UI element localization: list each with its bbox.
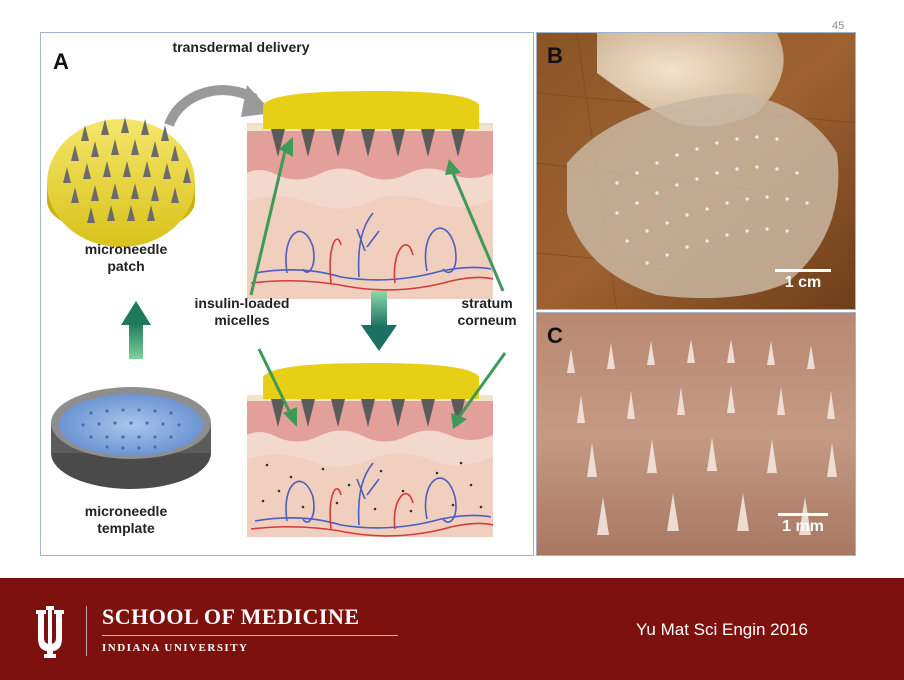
up-arrow: [121, 301, 151, 359]
school-name: SCHOOL OF MEDICINE: [102, 604, 360, 629]
panel-c-photo: [537, 313, 855, 555]
footer-top-rule: [0, 578, 904, 582]
scale-bar-c: 1 mm: [773, 513, 833, 536]
scale-bar-c-label: 1 mm: [782, 518, 824, 535]
insulin-label-line1: insulin-loaded: [194, 295, 290, 311]
skin-block-top: [247, 91, 494, 299]
panel-c: C 1 mm: [536, 312, 856, 556]
stratum-label-line2: corneum: [457, 312, 517, 328]
panel-a: A transdermal delivery microneedle patch…: [40, 32, 534, 556]
figure: A transdermal delivery microneedle patch…: [40, 32, 856, 556]
patch-top: [263, 91, 479, 129]
insulin-label-line2: micelles: [214, 312, 270, 328]
microneedle-template: [51, 387, 211, 489]
footer-divider: [86, 606, 87, 656]
scale-bar-b: 1 cm: [773, 269, 833, 292]
panel-b-letter: B: [547, 43, 563, 68]
scale-bar-c-line: [778, 513, 828, 516]
scale-bar-b-label: 1 cm: [784, 274, 822, 291]
panel-b: B 1 cm: [536, 32, 856, 310]
patch-label-line2: patch: [107, 258, 145, 274]
curved-arrow: [164, 85, 258, 128]
patch-bottom: [263, 363, 479, 399]
microneedle-template-label: microneedle template: [71, 503, 181, 537]
footer: SCHOOL OF MEDICINE INDIANA UNIVERSITY Yu…: [0, 582, 904, 680]
template-label-line2: template: [97, 520, 155, 536]
panel-c-letter: C: [547, 323, 563, 348]
insulin-micelles-label: insulin-loaded micelles: [177, 295, 307, 329]
panel-a-letter: A: [53, 49, 69, 74]
template-label-line1: microneedle: [84, 503, 168, 519]
iu-trident-logo: [36, 606, 64, 658]
microneedle-patch-label: microneedle patch: [71, 241, 181, 275]
transdermal-delivery-label: transdermal delivery: [172, 39, 310, 55]
scale-bar-b-line: [775, 269, 831, 272]
microneedle-patch: [47, 117, 195, 247]
stratum-corneum-label: stratum corneum: [445, 295, 529, 329]
school-rule: [102, 635, 398, 636]
patch-label-line1: microneedle: [84, 241, 168, 257]
pointer-arrows: [249, 137, 507, 429]
skin-block-bottom: [247, 363, 494, 537]
panel-b-photo: [537, 33, 855, 309]
down-arrow: [361, 291, 397, 351]
citation: Yu Mat Sci Engin 2016: [636, 620, 809, 639]
panel-a-illustration: [47, 85, 507, 537]
slide-number: 45: [832, 20, 845, 32]
stratum-label-line1: stratum: [461, 295, 513, 311]
university-name: INDIANA UNIVERSITY: [102, 642, 249, 654]
